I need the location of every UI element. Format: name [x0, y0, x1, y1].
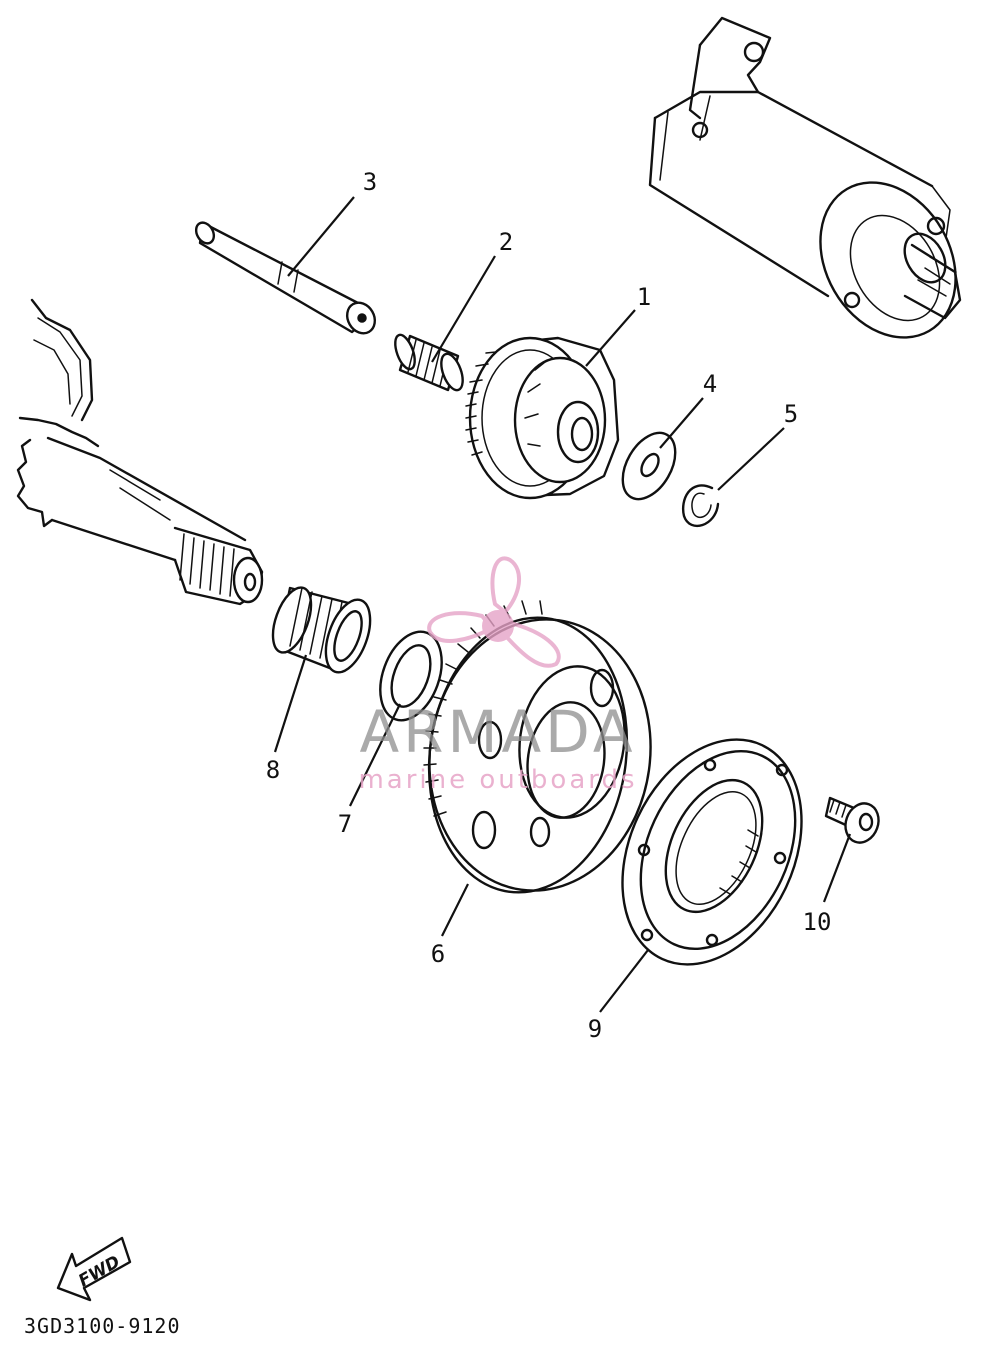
bolt-part-10	[824, 796, 880, 844]
callout-4: 4	[703, 370, 717, 398]
callout-labels: 3 2 1 4 5 8 7 6 9 10	[266, 168, 832, 1043]
bearing-cage-part-8	[271, 586, 372, 674]
circlip-part-5	[681, 484, 720, 527]
callout-3: 3	[363, 168, 377, 196]
callout-10: 10	[803, 908, 832, 936]
idle-gear-part-1	[465, 336, 620, 500]
watermark-brand: ARMADA	[359, 698, 636, 766]
part-code: 3GD3100-9120	[24, 1314, 181, 1338]
washer-part-4	[621, 431, 677, 501]
wheel-gear-part-6	[423, 600, 652, 894]
shaft-part-3	[194, 221, 377, 335]
callout-9: 9	[588, 1015, 602, 1043]
watermark-logo	[427, 556, 561, 668]
crankshaft	[16, 298, 264, 606]
needle-bearing-part-2	[394, 333, 464, 392]
fwd-arrow: FWD	[56, 1236, 132, 1302]
watermark-tagline: marine outboards	[358, 765, 637, 795]
callout-7: 7	[338, 810, 352, 838]
callout-8: 8	[266, 756, 280, 784]
clutch-plate-part-9	[621, 738, 803, 966]
watermark-text: ARMADA marine outboards	[358, 698, 637, 795]
callout-2: 2	[499, 228, 513, 256]
leader-lines	[273, 196, 852, 1013]
callout-6: 6	[431, 940, 445, 968]
starter-motor	[648, 16, 962, 339]
callout-1: 1	[637, 283, 651, 311]
callout-5: 5	[784, 400, 798, 428]
